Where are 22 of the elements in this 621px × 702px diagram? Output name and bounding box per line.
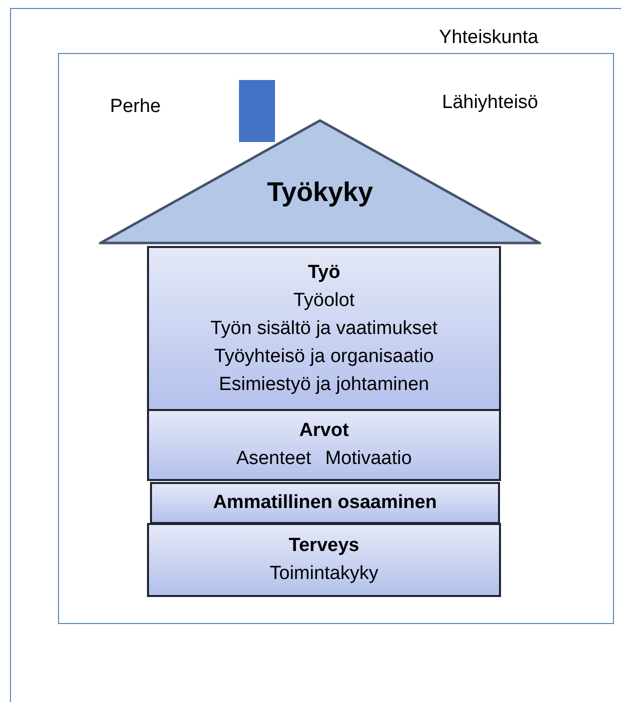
floor-heading: Arvot — [299, 419, 349, 443]
house-floor — [147, 523, 501, 597]
floor-item: Esimiestyö ja johtaminen — [218, 372, 430, 396]
floor-heading: Terveys — [288, 534, 360, 558]
floor-item: Työyhteisö ja organisaatio — [214, 344, 434, 368]
house-floor — [147, 409, 501, 481]
house-floor — [147, 246, 501, 411]
floor-heading: Ammatillinen osaaminen — [213, 491, 437, 515]
floor-item: Motivaatio — [325, 447, 412, 471]
floor-item: Työn sisältö ja vaatimukset — [210, 316, 438, 340]
community-frame — [58, 53, 614, 624]
floor-item: Toimintakyky — [270, 562, 378, 586]
floor-item: Työolot — [293, 288, 355, 312]
area-label: Yhteiskunta — [439, 27, 538, 49]
house-floor — [150, 482, 500, 524]
area-label: Lähiyhteisö — [442, 92, 538, 114]
roof-shape — [99, 119, 541, 245]
society-frame — [10, 8, 621, 702]
area-label: Perhe — [110, 96, 161, 118]
floor-heading: Työ — [308, 260, 340, 284]
floor-item: Asenteet — [236, 447, 312, 471]
roof-title: Työkyky — [266, 177, 374, 208]
